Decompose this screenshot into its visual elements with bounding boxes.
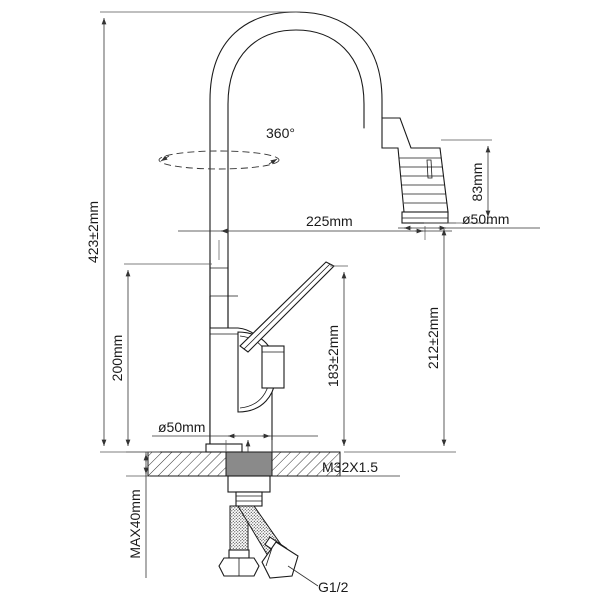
dim-label-thread-inlet: G1/2: [318, 579, 349, 595]
rotation-ellipse: [158, 150, 280, 170]
dim-label-sprayhead-diameter: ø50mm: [462, 211, 509, 227]
handle-lever-edge: [243, 263, 331, 350]
threaded-stud: [235, 491, 263, 507]
base-flange: [205, 443, 243, 453]
dim-spout-height: 200mm: [109, 263, 212, 446]
spout-gooseneck-inner: [227, 29, 365, 453]
spray-head-body: [381, 117, 449, 213]
rotation-indicator: [158, 150, 280, 170]
dim-overall-height: 423±2mm: [85, 11, 300, 453]
dim-max-counter: MAX40mm: [126, 451, 150, 578]
rotation-arrow-right: [268, 158, 278, 165]
countertop-section: [147, 451, 341, 477]
mounting-hardware: [227, 475, 271, 507]
dim-label-rotation: 360°: [266, 125, 295, 141]
supply-hoses: [218, 505, 299, 579]
dim-sprayhead-length: 83mm: [441, 139, 492, 224]
callout-thread-mount: M32X1.5: [245, 440, 400, 477]
mount-shank: [225, 451, 273, 477]
spray-head: [381, 117, 449, 224]
hose-vertical-ferrule: [228, 549, 250, 559]
dim-label-max-counter: MAX40mm: [127, 489, 143, 558]
dim-label-sprayhead-length: 83mm: [469, 163, 485, 202]
dim-spout-reach: 225mm: [178, 213, 452, 260]
dim-label-spout-height: 200mm: [109, 335, 125, 382]
handle-lever: [239, 261, 335, 353]
mounting-nut: [227, 475, 271, 493]
spray-head-nozzle-ring: [401, 211, 449, 224]
handle-collar: [261, 345, 285, 389]
leader-g12: [287, 565, 319, 587]
counter-hatch-left: [147, 451, 227, 477]
dim-handle-height: 183±2mm: [325, 265, 348, 446]
dim-sprayhead-diameter: ø50mm: [398, 211, 540, 231]
rotation-arrow-left: [160, 155, 170, 162]
spray-head-button: [426, 159, 433, 179]
dim-label-thread-mount: M32X1.5: [322, 459, 378, 475]
dim-label-base-diameter: ø50mm: [158, 419, 205, 435]
dim-base-diameter: ø50mm: [152, 419, 318, 452]
dim-label-handle-height: 183±2mm: [325, 325, 341, 387]
dim-label-sprayhead-center-height: 212±2mm: [425, 307, 441, 369]
dim-label-spout-reach: 225mm: [306, 213, 353, 229]
dim-sprayhead-center-height: 212±2mm: [344, 222, 456, 453]
callout-thread-inlet: G1/2: [287, 565, 349, 595]
dim-label-overall-height: 423±2mm: [85, 201, 101, 263]
hose-angled-nut-seam: [265, 547, 273, 567]
